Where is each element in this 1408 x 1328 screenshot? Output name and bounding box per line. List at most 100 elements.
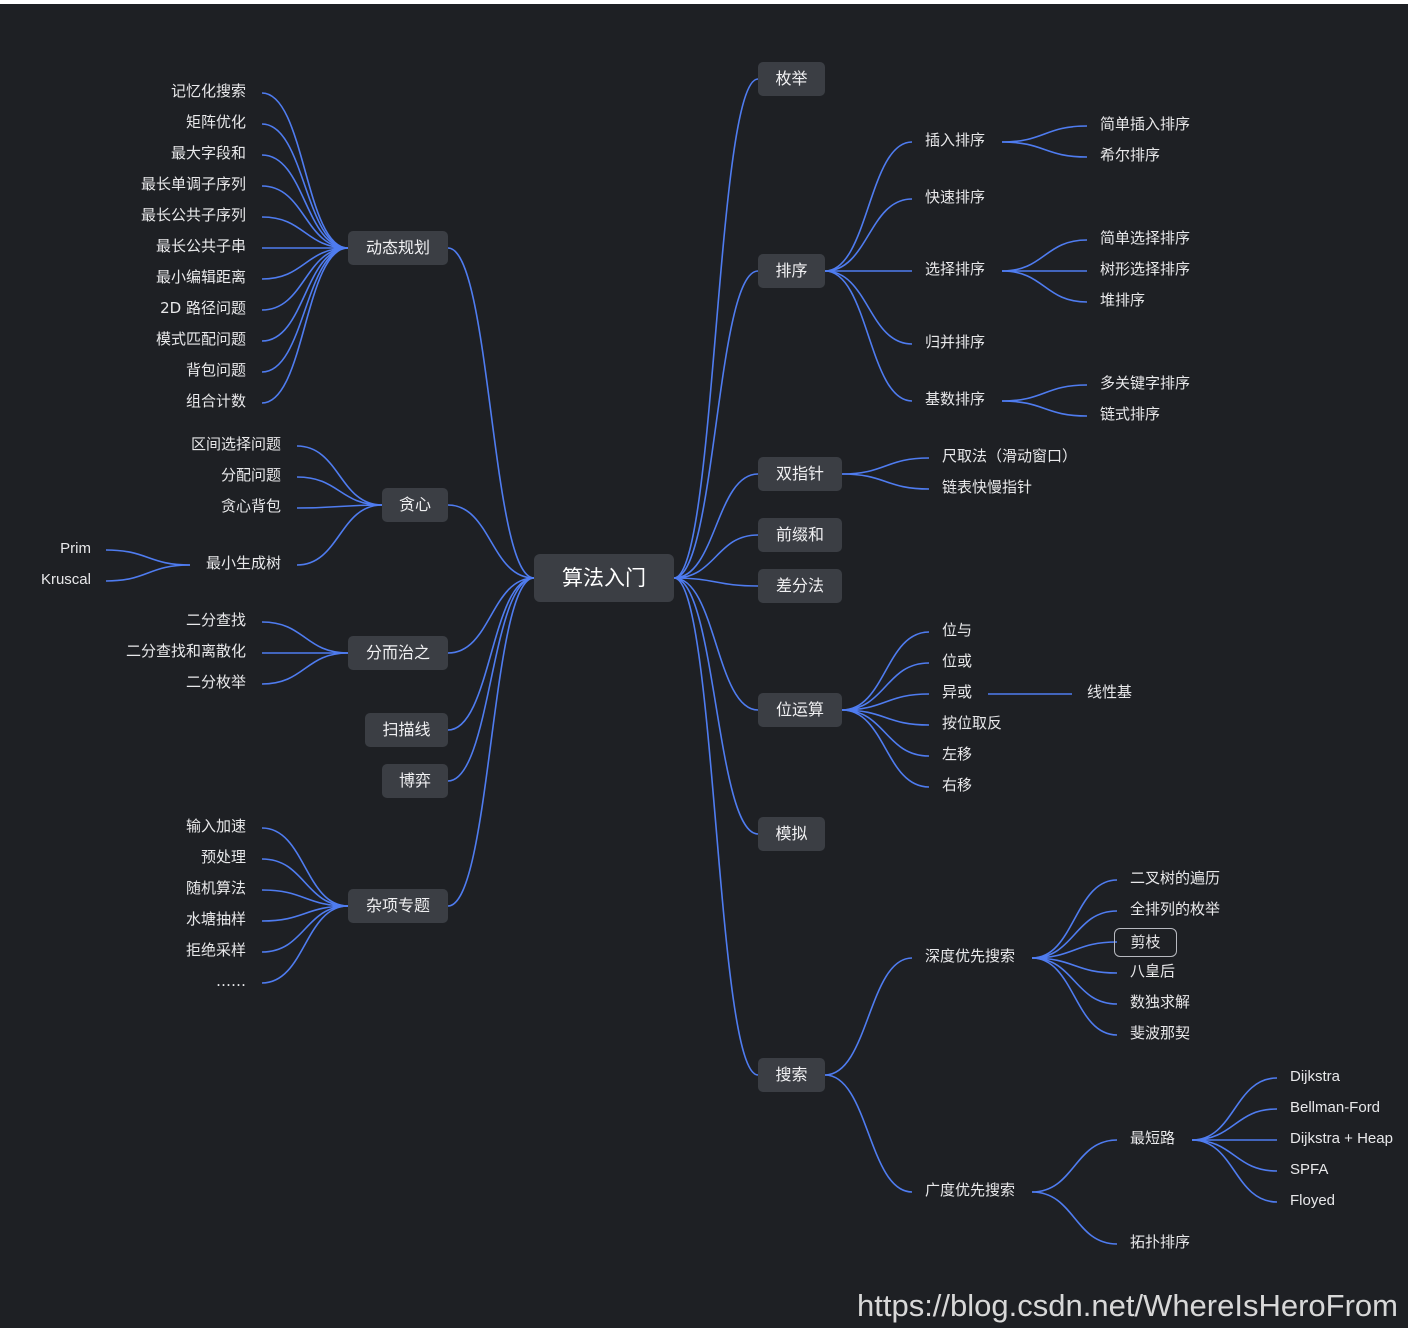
- leaf-sp-1[interactable]: Bellman-Ford: [1290, 1099, 1381, 1116]
- leaf-greedy-1[interactable]: 分配问题: [220, 466, 281, 484]
- leaf-misc-5[interactable]: ……: [216, 972, 246, 990]
- leaf-misc-0[interactable]: 输入加速: [185, 817, 246, 835]
- node-shortest-path[interactable]: 最短路: [1130, 1129, 1176, 1147]
- leaf-dfs-1[interactable]: 全排列的枚举: [1130, 900, 1221, 918]
- leaf-misc-3[interactable]: 水塘抽样: [185, 910, 246, 928]
- node-dp[interactable]: 动态规划: [348, 231, 448, 265]
- node-dfs[interactable]: 深度优先搜索: [925, 947, 1016, 965]
- node-sort[interactable]: 排序: [758, 254, 825, 288]
- leaf-misc-2[interactable]: 随机算法: [185, 879, 246, 897]
- leaf-dp-5[interactable]: 最长公共子串: [155, 237, 246, 255]
- leaf-divide-1[interactable]: 二分查找和离散化: [125, 642, 246, 660]
- node-bit[interactable]: 位运算: [758, 693, 842, 727]
- edge-root-sort: [673, 270, 759, 579]
- leaf-bit-3[interactable]: 按位取反: [942, 714, 1003, 732]
- leaf-dfs-5[interactable]: 斐波那契: [1130, 1024, 1191, 1042]
- leaf-divide-2[interactable]: 二分枚举: [185, 673, 246, 691]
- leaf-sp-3[interactable]: SPFA: [1290, 1161, 1329, 1178]
- leaf-misc-4[interactable]: 拒绝采样: [185, 941, 246, 959]
- leaf-bit-1[interactable]: 位或: [942, 652, 973, 670]
- leaf-insertion-1[interactable]: 希尔排序: [1100, 146, 1161, 164]
- edge-dfs-2: [1031, 941, 1118, 959]
- leaf-dp-3[interactable]: 最长单调子序列: [140, 175, 246, 193]
- edge-dfs-5: [1031, 957, 1118, 1036]
- root-node[interactable]: 算法入门: [534, 554, 674, 602]
- edge-root-enum: [673, 78, 759, 579]
- node-mst[interactable]: 最小生成树: [205, 554, 281, 572]
- node-radix-sort[interactable]: 基数排序: [925, 390, 986, 408]
- node-twoptr[interactable]: 双指针: [758, 457, 842, 491]
- node-divide[interactable]: 分而治之: [348, 636, 448, 670]
- leaf-dp-8[interactable]: 模式匹配问题: [155, 330, 246, 348]
- edge-dp-10: [261, 247, 349, 404]
- leaf-sp-4[interactable]: Floyed: [1290, 1192, 1336, 1209]
- leaf-sp-2[interactable]: Dijkstra + Heap: [1290, 1130, 1393, 1147]
- leaf-radix-1[interactable]: 链式排序: [1100, 405, 1161, 423]
- edge-root-search: [673, 577, 759, 1076]
- edge-misc-0: [261, 827, 349, 907]
- leaf-dp-1[interactable]: 矩阵优化: [185, 113, 246, 131]
- edge-mst-1: [105, 564, 191, 582]
- leaf-dp-4[interactable]: 最长公共子序列: [140, 206, 246, 224]
- leaf-dp-2[interactable]: 最大字段和: [170, 144, 246, 162]
- edge-greedy-0: [296, 445, 383, 506]
- leaf-selection-0[interactable]: 简单选择排序: [1100, 229, 1191, 247]
- edge-dp-7: [261, 247, 349, 311]
- node-sim[interactable]: 模拟: [758, 817, 825, 851]
- edge-bit-5: [841, 709, 930, 788]
- leaf-quick-sort[interactable]: 快速排序: [925, 188, 986, 206]
- leaf-bit-2[interactable]: 异或: [942, 683, 973, 701]
- leaf-mst-prim[interactable]: Prim: [60, 540, 91, 557]
- node-diff[interactable]: 差分法: [758, 569, 842, 603]
- connector-lines: [105, 78, 1278, 1245]
- node-prefix[interactable]: 前缀和: [758, 518, 842, 552]
- leaf-dfs-2[interactable]: 剪枝: [1114, 928, 1177, 957]
- leaf-mst-kruscal[interactable]: Kruscal: [40, 571, 91, 588]
- node-greedy[interactable]: 贪心: [382, 488, 448, 522]
- leaf-selection-2[interactable]: 堆排序: [1100, 291, 1146, 309]
- leaf-dfs-0[interactable]: 二叉树的遍历: [1130, 869, 1221, 887]
- edge-insertion-0: [1001, 125, 1088, 143]
- leaf-twoptr-1[interactable]: 链表快慢指针: [942, 478, 1033, 496]
- leaf-sp-0[interactable]: Dijkstra: [1290, 1068, 1341, 1085]
- leaf-bit-4[interactable]: 左移: [942, 745, 973, 763]
- edge-dp-1: [261, 123, 349, 249]
- edge-insertion-1: [1001, 141, 1088, 158]
- leaf-dp-9[interactable]: 背包问题: [185, 361, 246, 379]
- leaf-linear-basis[interactable]: 线性基: [1087, 683, 1133, 701]
- leaf-radix-0[interactable]: 多关键字排序: [1100, 374, 1191, 392]
- edge-dp-4: [261, 216, 349, 249]
- edge-misc-3: [261, 905, 349, 922]
- node-game[interactable]: 博弈: [382, 764, 448, 798]
- leaf-dp-6[interactable]: 最小编辑距离: [155, 268, 246, 286]
- leaf-insertion-0[interactable]: 简单插入排序: [1100, 115, 1191, 133]
- edge-shortest-4: [1191, 1139, 1278, 1203]
- leaf-misc-1[interactable]: 预处理: [200, 848, 246, 866]
- node-sweep[interactable]: 扫描线: [365, 713, 448, 747]
- leaf-greedy-2[interactable]: 贪心背包: [220, 497, 281, 515]
- edge-divide-2: [261, 652, 349, 685]
- leaf-bit-5[interactable]: 右移: [942, 776, 973, 794]
- leaf-greedy-0[interactable]: 区间选择问题: [190, 435, 281, 453]
- leaf-dfs-3[interactable]: 八皇后: [1130, 962, 1176, 980]
- edge-shortest-3: [1191, 1139, 1278, 1172]
- node-enum[interactable]: 枚举: [758, 62, 825, 96]
- leaf-merge-sort[interactable]: 归并排序: [925, 333, 986, 351]
- leaf-dfs-4[interactable]: 数独求解: [1130, 993, 1191, 1011]
- node-misc[interactable]: 杂项专题: [348, 889, 448, 923]
- node-bfs[interactable]: 广度优先搜索: [925, 1181, 1016, 1199]
- node-insertion-sort[interactable]: 插入排序: [925, 131, 986, 149]
- node-selection-sort[interactable]: 选择排序: [925, 260, 986, 278]
- leaf-twoptr-0[interactable]: 尺取法（滑动窗口）: [942, 447, 1078, 465]
- leaf-dp-10[interactable]: 组合计数: [185, 392, 246, 410]
- edge-bfs-0: [1031, 1139, 1118, 1193]
- edge-twoptr-1: [841, 473, 930, 490]
- leaf-topo-sort[interactable]: 拓扑排序: [1130, 1233, 1191, 1251]
- edge-bit-3: [841, 709, 930, 726]
- node-search[interactable]: 搜索: [758, 1058, 825, 1092]
- leaf-dp-7[interactable]: 2D 路径问题: [160, 299, 246, 317]
- leaf-dp-0[interactable]: 记忆化搜索: [170, 82, 246, 100]
- leaf-divide-0[interactable]: 二分查找: [185, 611, 246, 629]
- leaf-selection-1[interactable]: 树形选择排序: [1100, 260, 1191, 278]
- leaf-bit-0[interactable]: 位与: [942, 621, 973, 639]
